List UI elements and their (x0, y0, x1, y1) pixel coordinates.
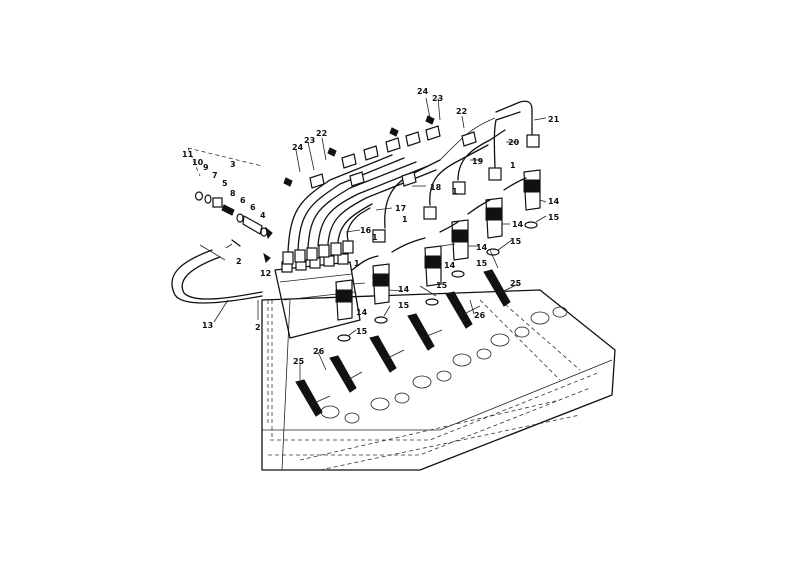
pipe-fittings (282, 134, 540, 265)
callout-6b: 6 (250, 203, 256, 212)
callout-26a: 26 (474, 311, 486, 320)
return-hose (171, 244, 263, 304)
callout-13: 13 (202, 321, 213, 330)
callout-2b: 2 (255, 323, 261, 332)
callout-10: 10 (192, 158, 204, 167)
callout-17: 17 (395, 204, 406, 213)
callout-1a: 1 (510, 161, 516, 170)
callout-5: 5 (222, 179, 228, 188)
callout-labels: 11 10 9 7 5 3 8 6 6 4 2 12 13 2 24 23 22… (182, 87, 560, 366)
injection-pump (267, 253, 361, 425)
callout-15a: 15 (548, 213, 560, 222)
callout-8: 8 (230, 189, 236, 198)
callout-16: 16 (360, 226, 372, 235)
callout-14c: 14 (476, 243, 488, 252)
callout-14e: 14 (398, 285, 410, 294)
glow-plugs (295, 269, 519, 417)
callout-22b: 22 (316, 129, 327, 138)
callout-15d: 15 (436, 281, 448, 290)
callout-25a: 25 (510, 279, 522, 288)
callout-1e: 1 (354, 259, 360, 268)
callout-14b: 14 (512, 220, 524, 229)
injection-pipes (287, 100, 533, 253)
callout-7: 7 (212, 171, 218, 180)
callout-1c: 1 (402, 215, 408, 224)
callout-2a: 2 (236, 257, 242, 266)
callout-15c: 15 (476, 259, 488, 268)
callout-14f: 14 (356, 308, 368, 317)
callout-14d: 14 (444, 261, 456, 270)
callout-19: 19 (472, 157, 484, 166)
leak-off-connectors (351, 177, 527, 271)
callout-11: 11 (182, 150, 194, 159)
callout-26b: 26 (313, 347, 325, 356)
callout-22a: 22 (456, 107, 467, 116)
callout-1b: 1 (452, 187, 458, 196)
callout-25b: 25 (293, 357, 305, 366)
callout-14a: 14 (548, 197, 560, 206)
callout-24b: 24 (292, 143, 304, 152)
callout-6: 6 (240, 196, 246, 205)
clamp-bolts (283, 115, 435, 187)
callout-21: 21 (548, 115, 560, 124)
callout-9: 9 (203, 163, 209, 172)
callout-23b: 23 (304, 136, 315, 145)
callout-15e: 15 (398, 301, 410, 310)
cylinder-head (261, 289, 616, 471)
callout-23a: 23 (432, 94, 443, 103)
callout-15f: 15 (356, 327, 368, 336)
leader-lines (213, 97, 547, 380)
pipe-clamps (309, 125, 477, 189)
callout-12: 12 (260, 269, 271, 278)
callout-4: 4 (260, 211, 266, 220)
callout-18: 18 (430, 183, 442, 192)
callout-1d: 1 (372, 233, 378, 242)
callout-24a: 24 (417, 87, 429, 96)
callout-20: 20 (508, 138, 520, 147)
callout-15b: 15 (510, 237, 522, 246)
callout-3: 3 (230, 160, 236, 169)
sealing-washers (337, 221, 538, 342)
banjo-fitting-assembly (187, 147, 273, 263)
injectors (335, 169, 541, 321)
